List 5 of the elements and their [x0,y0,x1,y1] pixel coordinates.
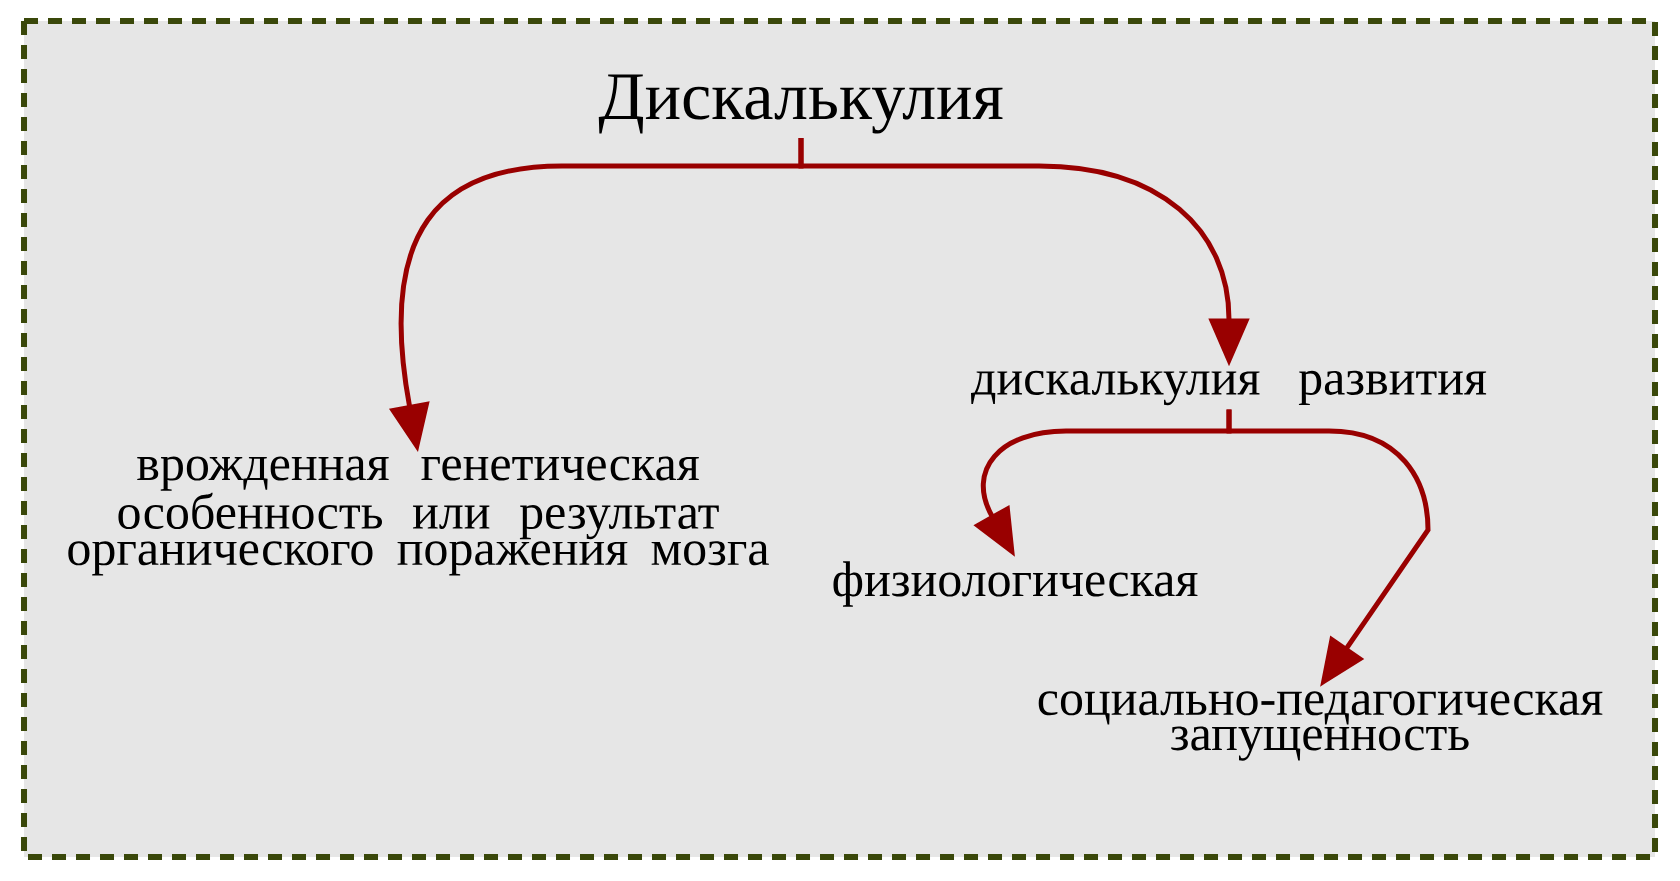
category-text: физиологическая [833,561,1198,607]
category-text: врожденная генетическая особенность или результат органического поражения мозга [68,456,769,576]
category-text: социально-педагогическая запущенность [1038,691,1603,761]
category-text: дискалькулия развития [971,370,1487,406]
heading-text: Дискалькулия [598,74,1003,134]
